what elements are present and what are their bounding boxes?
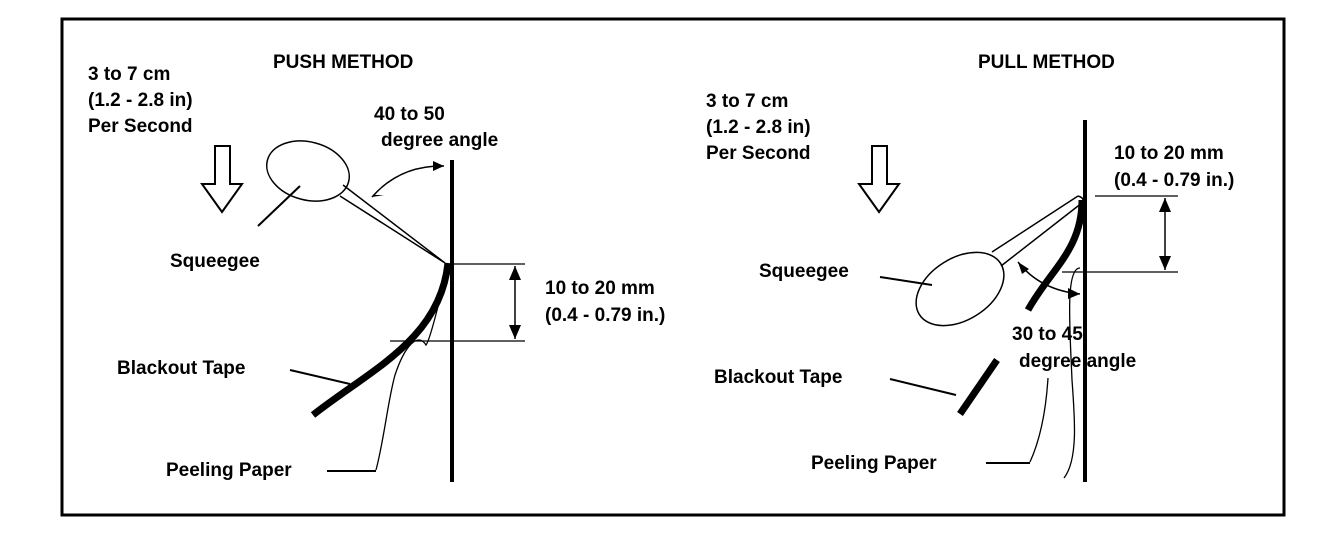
pull-speed-line-2: (1.2 - 2.8 in) [706, 117, 811, 138]
pull-paper-label: Peeling Paper [811, 453, 937, 474]
push-gap-label-1: 10 to 20 mm [545, 278, 655, 299]
push-tape-label: Blackout Tape [117, 358, 245, 379]
pull-angle-arrowhead-left [1018, 262, 1029, 274]
push-speed-line-3: Per Second [88, 116, 193, 137]
pull-squeegee-label: Squeegee [759, 261, 849, 282]
push-gap-arrowhead-down [509, 325, 521, 339]
push-angle-arrowhead-left [372, 187, 384, 197]
pull-tape-leader [889, 378, 957, 396]
push-peeling-paper [375, 263, 449, 471]
pull-gap-arrowhead-down [1159, 256, 1171, 270]
pull-blackout-tape-lower [957, 358, 1000, 416]
push-blackout-tape [310, 262, 452, 418]
push-tape-leader [289, 369, 351, 385]
pull-gap-label-2: (0.4 - 0.79 in.) [1114, 170, 1234, 191]
pull-squeegee-head [915, 251, 1005, 327]
pull-gap-label-1: 10 to 20 mm [1114, 143, 1224, 164]
push-method-title: PUSH METHOD [273, 52, 413, 73]
pull-peeling-paper [1029, 267, 1081, 479]
push-gap-label-2: (0.4 - 0.79 in.) [545, 305, 665, 326]
push-angle-label-1: 40 to 50 [374, 104, 445, 125]
push-squeegee-head [265, 140, 351, 202]
pull-method-title: PULL METHOD [978, 52, 1115, 73]
pull-angle-arrowhead-right [1068, 288, 1080, 299]
push-squeegee-label: Squeegee [170, 251, 260, 272]
push-speed-line-2: (1.2 - 2.8 in) [88, 90, 193, 111]
pull-angle-label-2: degree angle [1019, 351, 1136, 372]
push-direction-arrow-icon [200, 145, 244, 214]
pull-direction-arrow-icon [857, 145, 901, 214]
push-gap-arrowhead-up [509, 266, 521, 280]
pull-method-panel: PULL METHOD 3 to 7 cm (1.2 - 2.8 in) Per… [706, 52, 1234, 482]
push-paper-label: Peeling Paper [166, 460, 292, 481]
push-angle-arrowhead-right [433, 161, 444, 171]
diagram-frame [60, 17, 1286, 517]
push-angle-label-2: degree angle [381, 130, 498, 151]
pull-speed-line-1: 3 to 7 cm [706, 91, 788, 112]
pull-squeegee-leader [879, 276, 933, 286]
pull-angle-label-1: 30 to 45 [1012, 324, 1083, 345]
push-method-panel: PUSH METHOD 3 to 7 cm (1.2 - 2.8 in) Per… [88, 52, 665, 482]
pull-squeegee-handle [991, 195, 1084, 267]
pull-speed-line-3: Per Second [706, 143, 811, 164]
pull-tape-label: Blackout Tape [714, 367, 842, 388]
push-squeegee-leader [257, 185, 301, 227]
pull-blackout-tape [1024, 199, 1086, 312]
push-speed-line-1: 3 to 7 cm [88, 64, 170, 85]
push-squeegee-handle [339, 184, 446, 264]
pull-gap-arrowhead-up [1159, 198, 1171, 212]
